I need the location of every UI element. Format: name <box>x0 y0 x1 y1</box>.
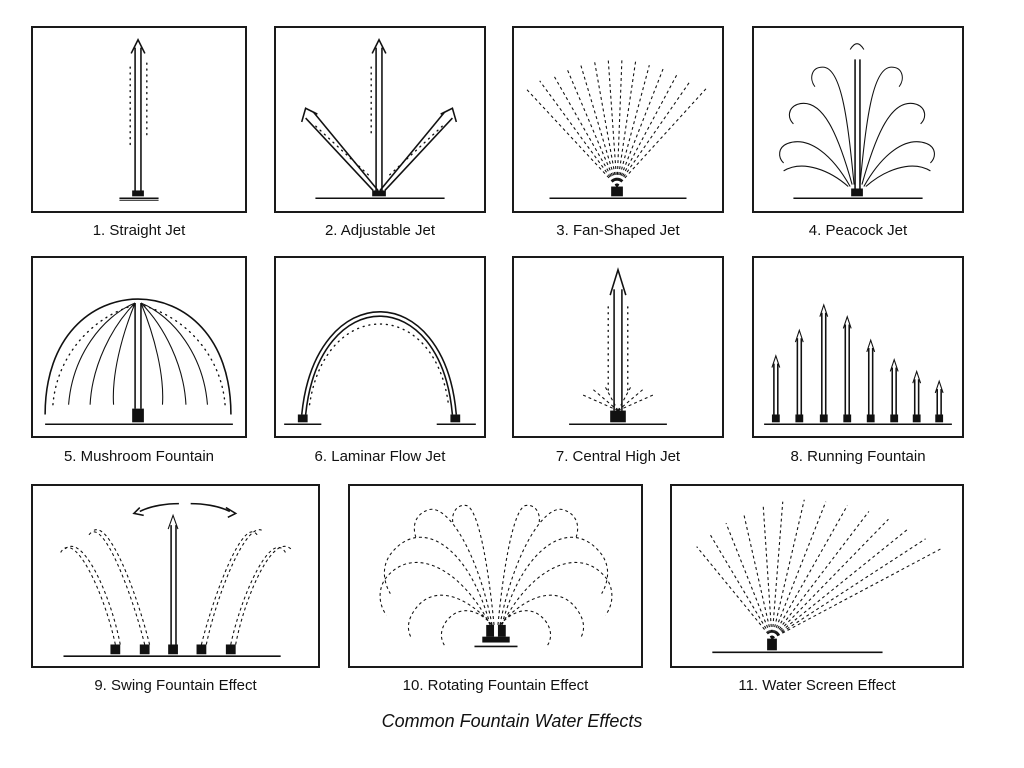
caption-fan-shaped-jet: 3. Fan-Shaped Jet <box>556 222 680 239</box>
fan-shaped-jet-icon <box>525 59 707 200</box>
panel-swing-fountain <box>31 484 320 668</box>
panel-rotating-fountain <box>348 484 643 668</box>
caption-running-fountain: 8. Running Fountain <box>790 448 926 465</box>
laminar-flow-jet-icon <box>284 311 476 426</box>
panel-running-fountain <box>752 256 964 438</box>
caption-central-high-jet: 7. Central High Jet <box>555 448 681 465</box>
straight-jet-icon <box>119 37 159 201</box>
panel-fan-shaped-jet <box>512 26 724 213</box>
peacock-jet-icon <box>779 43 935 200</box>
caption-peacock-jet: 4. Peacock Jet <box>808 222 908 239</box>
caption-mushroom-fountain: 5. Mushroom Fountain <box>63 448 215 465</box>
mushroom-fountain-icon <box>44 298 233 426</box>
caption-laminar-flow-jet: 6. Laminar Flow Jet <box>314 448 446 465</box>
caption-swing-fountain: 9. Swing Fountain Effect <box>94 677 257 694</box>
central-high-jet-icon <box>569 267 667 426</box>
caption-straight-jet: 1. Straight Jet <box>92 222 186 239</box>
panel-peacock-jet <box>752 26 964 213</box>
panel-adjustable-jet <box>274 26 486 213</box>
figure-title: Common Fountain Water Effects <box>381 711 643 731</box>
panel-mushroom-fountain <box>31 256 247 438</box>
panel-water-screen <box>670 484 964 668</box>
panel-straight-jet <box>31 26 247 213</box>
water-screen-icon <box>696 499 942 654</box>
caption-water-screen: 11. Water Screen Effect <box>738 677 896 694</box>
caption-rotating-fountain: 10. Rotating Fountain Effect <box>402 677 589 694</box>
panel-central-high-jet <box>512 256 724 438</box>
running-fountain-icon <box>764 303 952 426</box>
adjustable-jet-icon <box>300 37 458 200</box>
swing-fountain-icon <box>59 502 293 657</box>
caption-adjustable-jet: 2. Adjustable Jet <box>324 222 436 239</box>
panel-laminar-flow-jet <box>274 256 486 438</box>
rotating-fountain-icon <box>379 504 613 648</box>
